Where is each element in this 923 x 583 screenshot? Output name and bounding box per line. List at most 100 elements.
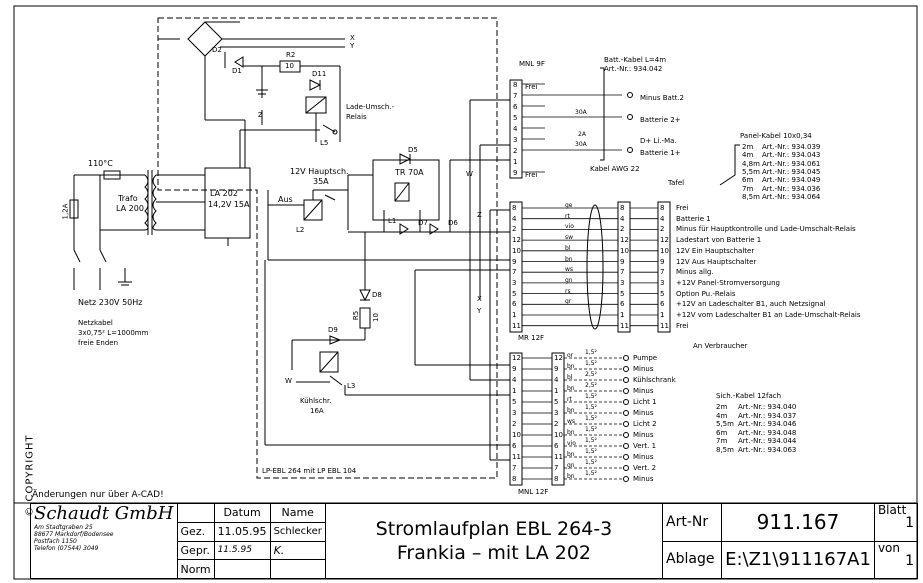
mnl12f-plug-pin: 6 [554, 442, 559, 450]
tafel-plug-pin: 7 [620, 268, 625, 277]
fuse-30a-2: 30A [575, 141, 587, 148]
consumer-label: Vert. 2 [633, 464, 657, 472]
ablage-label: Ablage [662, 540, 723, 579]
wire-size: 2,5² [585, 382, 597, 389]
company-addr1: Am Stadtgraben 25 [34, 524, 93, 531]
wire-color: or [567, 352, 574, 359]
wire-color: gn [567, 462, 575, 469]
resistor-r5 [359, 307, 371, 329]
tafel-pin: 2 [660, 225, 665, 234]
panel-cable-art: Art.-Nr.: 934.039 [762, 143, 821, 151]
wire-color: ge [565, 202, 573, 209]
mnl9f-pin: 3 [513, 136, 518, 144]
tafel-pin: 10 [660, 246, 669, 255]
wire-size: 1,5² [585, 360, 597, 367]
x-terminal-2: X [477, 295, 482, 303]
d9-label: D9 [328, 326, 338, 334]
mnl9f-label: MNL 9F [519, 60, 545, 68]
mnl12f-plug-pin: 2 [554, 420, 559, 428]
wire-color: vio [565, 223, 574, 231]
change-note: Änderungen nur über A-CAD! [32, 490, 164, 500]
mnl12f-plug-pin: 4 [554, 376, 559, 384]
wire-size: 1,5² [585, 437, 597, 444]
mnl12f-plug-pin: 1 [554, 387, 559, 395]
wire-color: bl [565, 244, 571, 252]
fuse-cable-art: Art.-Nr.: 934.037 [738, 411, 797, 420]
consumer-label: Kühlschrank [633, 376, 676, 384]
wire-color: bl [567, 374, 573, 381]
mr12f-pin: 12 [512, 236, 521, 245]
battery-terminal [627, 114, 633, 120]
mnl12f-pin: 9 [512, 365, 517, 373]
fuse-cable-length: 2m [716, 403, 728, 411]
gepr-label: Gepr. [176, 540, 215, 561]
mnl12f-pin: 7 [512, 464, 517, 472]
connector-mnl12f-plug [551, 352, 565, 486]
tafel-pin: 11 [660, 321, 669, 330]
connector-mr12f [509, 201, 523, 333]
wire-color: gn [565, 276, 573, 284]
mr12f-label: MR 12F [518, 334, 545, 342]
tafel-row-label: 12V Aus Hauptschalter [676, 257, 757, 266]
fuse-cable-length: 5,5m [716, 420, 734, 428]
title-block: Schaudt GmbH Am Stadtgraben 25 88677 Mar… [30, 503, 919, 579]
panel-cable-length: 7m [742, 184, 754, 193]
mnl12f-pin: 4 [512, 376, 517, 384]
tafel-plug-pin: 6 [620, 300, 625, 309]
mnl12f-plug-pin: 10 [554, 431, 563, 439]
ablage-value: E:\Z1\911167A1 [721, 540, 875, 579]
norm-label: Norm [176, 559, 215, 579]
consumer-label: Licht 1 [633, 398, 657, 406]
tafel-row-label: 12V Ein Hauptschalter [676, 246, 755, 255]
tafel-row-label: Frei [676, 204, 689, 212]
header-name: Name [269, 503, 326, 523]
tafel-pin: 4 [660, 214, 665, 223]
gez-label: Gez. [176, 521, 215, 542]
fuse-cable-length: 7m [716, 437, 728, 445]
wire-color: vio [567, 440, 576, 447]
consumer-label: Minus [633, 475, 654, 483]
tr-label: TR 70A [395, 168, 424, 177]
header-datum: Datum [213, 503, 271, 523]
mnl9f-pin: 7 [513, 92, 518, 100]
wire-color: bn [567, 385, 575, 392]
fuse-cable-art: Art.-Nr.: 934.044 [738, 437, 797, 445]
panel-cable-art: Art.-Nr.: 934.049 [762, 176, 821, 185]
frei-label-2: Frei [525, 171, 538, 179]
terminal [623, 410, 629, 416]
fuse-label: 1,2A [61, 203, 70, 220]
terminal [623, 465, 629, 471]
tafel-plug-pin: 8 [620, 204, 625, 212]
wire-color: sw [565, 234, 574, 242]
wire-size: 1,5² [585, 470, 597, 477]
blatt-value: 1 [905, 515, 914, 531]
y-terminal: Y [350, 42, 355, 50]
tafel-row-label: Frei [676, 321, 689, 330]
gepr-date: 11.5.95 [213, 540, 271, 561]
wire-color: gr [565, 298, 572, 306]
battery-terminal [627, 92, 633, 98]
consumer-label: Minus [633, 409, 654, 417]
wire-color: bn [567, 407, 575, 414]
tafel-row-label: +12V Panel-Stromversorgung [676, 278, 780, 287]
thermal-fuse [103, 170, 121, 180]
panel-cable-art: Art.-Nr.: 934.036 [762, 184, 821, 193]
tafel-row-label: Batterie 1 [676, 214, 711, 223]
panel-cable-art: Art.-Nr.: 934.043 [762, 151, 821, 160]
mr12f-pin: 7 [512, 268, 517, 277]
tafel-plug-pin: 2 [620, 225, 625, 234]
mnl12f-plug-pin: 12 [554, 354, 563, 362]
fuse-cable-title: Sich.-Kabel 12fach [716, 392, 782, 400]
terminal [623, 377, 629, 383]
gepr-name: K. [269, 540, 326, 561]
batt1-label: Batterie 1+ [640, 149, 681, 157]
drawing-title-1: Stromlaufplan EBL 264-3 [375, 518, 613, 540]
l3-label: L3 [347, 382, 356, 390]
r2-value: 10 [285, 62, 294, 70]
gez-date: 11.05.95 [213, 521, 271, 542]
consumer-label: Vert. 1 [633, 442, 657, 450]
w-terminal: W [285, 377, 292, 385]
tafel-plug-pin: 5 [620, 289, 625, 298]
mnl9f-pin: 8 [513, 81, 518, 89]
